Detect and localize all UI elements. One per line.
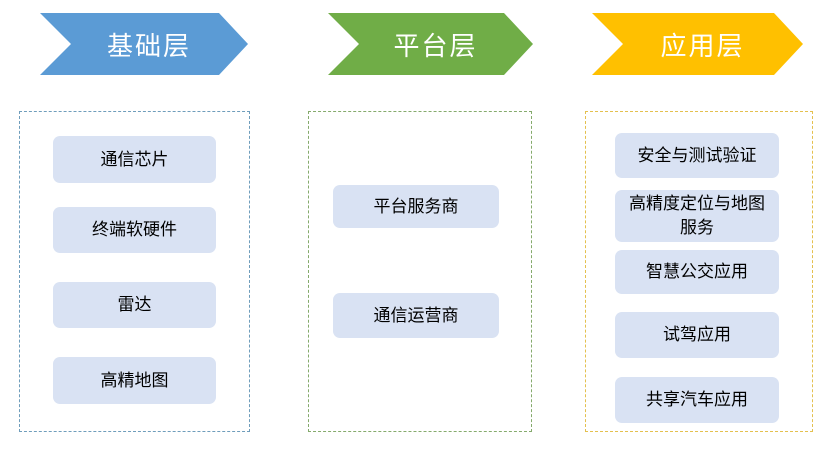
node-communication-chip: 通信芯片 (53, 136, 216, 183)
panel-foundation-layer: 通信芯片 终端软硬件 雷达 高精地图 (19, 111, 250, 432)
header-arrow-platform-layer: 平台层 (328, 13, 533, 75)
node-telecom-operator: 通信运营商 (333, 293, 499, 338)
node-smart-bus-application: 智慧公交应用 (615, 250, 779, 294)
node-high-precision-positioning-map-service: 高精度定位与地图服务 (615, 190, 779, 242)
application-layer-label: 应用层 (660, 30, 745, 61)
node-shared-car-application: 共享汽车应用 (615, 377, 779, 423)
node-terminal-software-hardware: 终端软硬件 (53, 207, 216, 253)
foundation-layer-label: 基础层 (106, 30, 191, 61)
header-arrow-foundation-layer: 基础层 (40, 13, 248, 75)
panel-platform-layer: 平台服务商 通信运营商 (308, 111, 532, 432)
panel-application-layer: 安全与测试验证 高精度定位与地图服务 智慧公交应用 试驾应用 共享汽车应用 (585, 111, 813, 432)
node-safety-testing-verification: 安全与测试验证 (615, 133, 779, 178)
node-platform-service-provider: 平台服务商 (333, 185, 499, 228)
node-radar: 雷达 (53, 282, 216, 328)
node-test-drive-application: 试驾应用 (615, 312, 779, 358)
node-hd-map: 高精地图 (53, 357, 216, 404)
header-arrow-application-layer: 应用层 (592, 13, 803, 75)
platform-layer-label: 平台层 (393, 30, 478, 61)
